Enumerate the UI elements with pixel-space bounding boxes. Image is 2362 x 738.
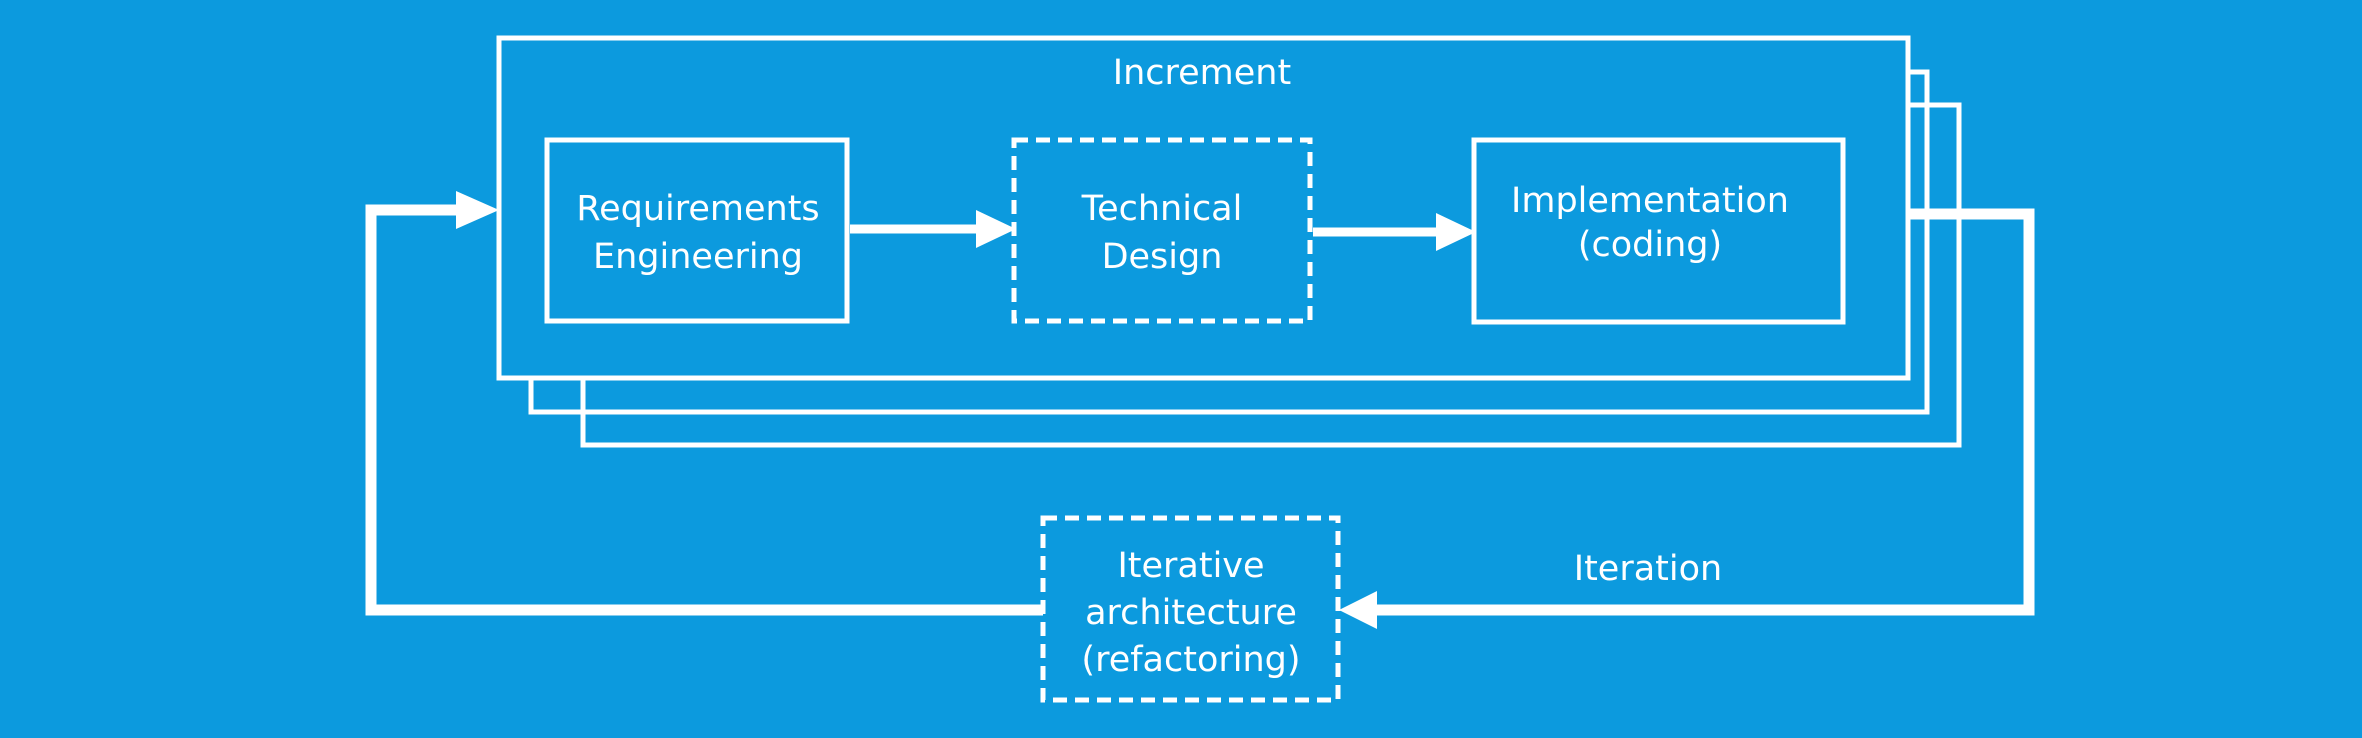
increment-label: Increment <box>1113 53 1291 93</box>
architecture-label-line1: Iterative <box>1117 546 1264 586</box>
design-label-line2: Design <box>1102 237 1223 277</box>
architecture-label-line3: (refactoring) <box>1081 640 1300 680</box>
implementation-label-line2: (coding) <box>1578 225 1722 265</box>
return-loop-line <box>365 204 1043 616</box>
arrowhead-requirements-to-design <box>976 210 1016 248</box>
arrowhead-design-to-implementation <box>1436 213 1476 251</box>
architecture-label-line2: architecture <box>1085 593 1297 633</box>
arrowhead-into-architecture <box>1339 591 1377 629</box>
implementation-label-line1: Implementation <box>1511 181 1789 221</box>
arrowhead-into-increment <box>456 191 499 229</box>
requirements-engineering-box <box>544 137 850 324</box>
iteration-label: Iteration <box>1574 549 1722 589</box>
requirements-label-line2: Engineering <box>593 237 803 277</box>
iteration-feedback-line <box>1372 208 2035 616</box>
requirements-label-line1: Requirements <box>576 189 819 229</box>
technical-design-box <box>1011 137 1313 324</box>
implementation-box <box>1471 137 1846 325</box>
design-label-line1: Technical <box>1081 189 1243 229</box>
